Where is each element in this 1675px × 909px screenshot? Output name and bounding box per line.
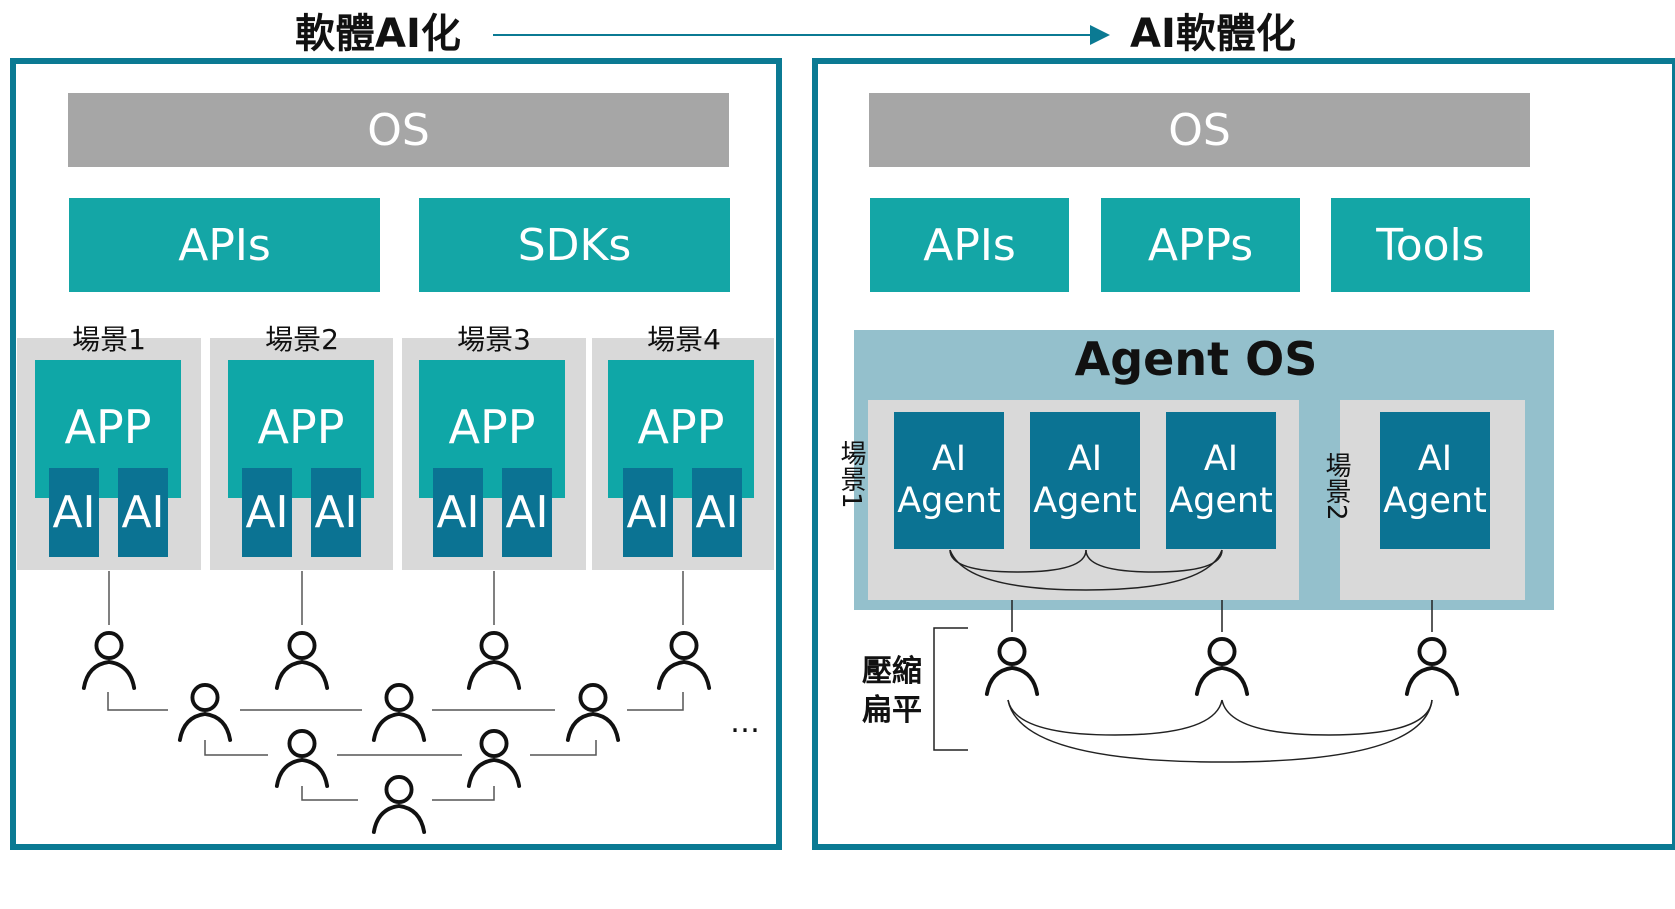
right-apis-box: APIs xyxy=(870,198,1069,292)
user-icon xyxy=(177,682,233,742)
scene-2-label: 場景2 xyxy=(265,323,339,356)
user-icon xyxy=(984,636,1040,696)
user-icon xyxy=(1404,636,1460,696)
scene-1-ai-1: AI xyxy=(49,468,99,557)
user-icon xyxy=(371,774,427,834)
user-icon xyxy=(1194,636,1250,696)
right-os-bar: OS xyxy=(869,93,1530,167)
scene-4-ai-1: AI xyxy=(623,468,673,557)
left-title: 軟體AI化 xyxy=(295,11,461,57)
ellipsis: … xyxy=(730,705,760,740)
ai-agent-1-line1: AI xyxy=(931,439,967,480)
right-apps-box: APPs xyxy=(1101,198,1300,292)
ai-agent-1-line2: Agent xyxy=(897,480,1001,521)
compress-label-line2: 扁平 xyxy=(862,693,922,728)
scene-4-label: 場景4 xyxy=(647,323,721,356)
user-icon xyxy=(656,630,712,690)
scene-3-ai-2: AI xyxy=(502,468,552,557)
user-icon xyxy=(565,682,621,742)
compress-flatten-label: 壓縮 扁平 xyxy=(862,652,922,730)
user-icon xyxy=(81,630,137,690)
right-title: AI軟體化 xyxy=(1130,11,1296,57)
right-tools-box: Tools xyxy=(1331,198,1530,292)
user-icon xyxy=(274,630,330,690)
user-icon xyxy=(466,630,522,690)
scene-3-label: 場景3 xyxy=(457,323,531,356)
user-icon xyxy=(274,728,330,788)
scene-4-ai-2: AI xyxy=(692,468,742,557)
agent-scene-1-label: 場景1 xyxy=(836,440,866,509)
agent-scene-2-label: 場景2 xyxy=(1321,452,1351,521)
left-os-bar: OS xyxy=(68,93,729,167)
ai-agent-3-line2: Agent xyxy=(1169,480,1273,521)
scene-3-ai-1: AI xyxy=(433,468,483,557)
ai-agent-3-line1: AI xyxy=(1203,439,1239,480)
left-sdks-box: SDKs xyxy=(419,198,730,292)
ai-agent-2-line2: Agent xyxy=(1033,480,1137,521)
left-apis-box: APIs xyxy=(69,198,380,292)
ai-agent-4-line1: AI xyxy=(1417,439,1453,480)
scene-2-ai-2: AI xyxy=(311,468,361,557)
ai-agent-4-line2: Agent xyxy=(1383,480,1487,521)
user-icon xyxy=(466,728,522,788)
user-icon xyxy=(371,682,427,742)
scene-2-ai-1: AI xyxy=(242,468,292,557)
compress-label-line1: 壓縮 xyxy=(862,654,922,689)
ai-agent-2-line1: AI xyxy=(1067,439,1103,480)
scene-1-ai-2: AI xyxy=(118,468,168,557)
scene-1-label: 場景1 xyxy=(72,323,146,356)
agent-os-title: Agent OS xyxy=(1074,332,1318,386)
